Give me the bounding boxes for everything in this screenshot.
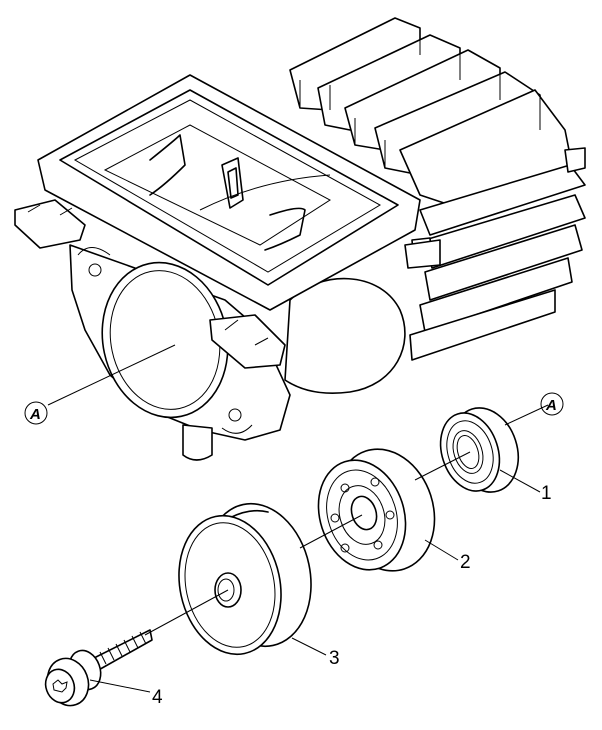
cooling-fins <box>289 17 586 361</box>
part-label-1: 1 <box>541 483 552 504</box>
part-1-seal-ring <box>439 407 520 493</box>
part-2-ball-bearing <box>317 448 436 572</box>
ref-mark-a-right: A <box>540 392 564 416</box>
pump-housing <box>14 17 586 461</box>
bearing-balls <box>330 477 395 553</box>
bracket-right <box>209 314 286 369</box>
bracket-left <box>14 199 86 249</box>
part-label-4: 4 <box>152 687 163 708</box>
crank-cylinder <box>284 277 406 395</box>
part-label-2: 2 <box>460 552 471 573</box>
torx-screw-icon <box>52 679 68 693</box>
leader-lines <box>47 344 549 693</box>
ref-mark-a-left: A <box>24 401 48 425</box>
ref-mark-a-right-text: A <box>545 397 557 414</box>
ref-mark-a-left-text: A <box>29 406 41 423</box>
part-label-3: 3 <box>329 648 340 669</box>
drain-spout <box>182 424 213 461</box>
part-3-disc <box>178 502 312 656</box>
part-4-screw <box>44 629 153 707</box>
